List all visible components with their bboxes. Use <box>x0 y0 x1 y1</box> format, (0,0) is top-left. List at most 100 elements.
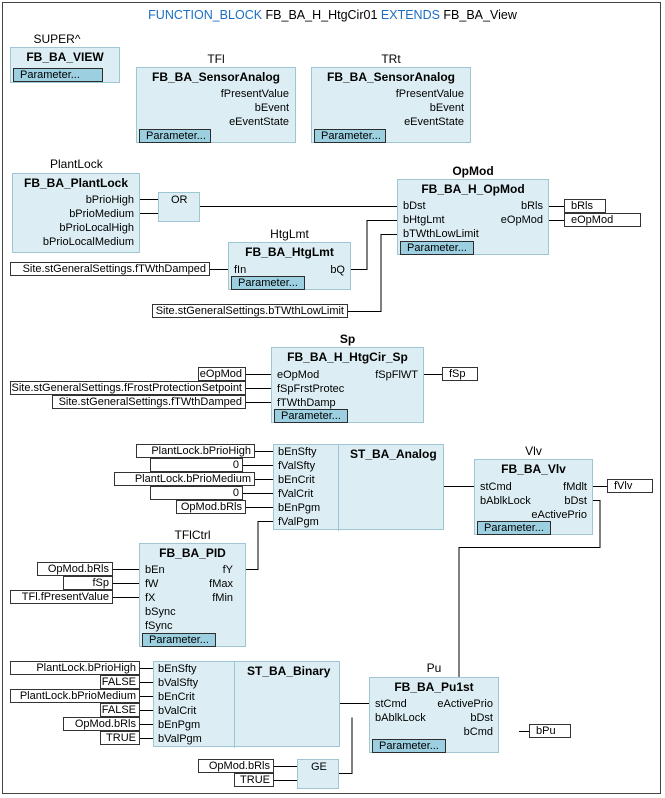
vlv-pin: fMdlt <box>563 481 587 493</box>
ge-gate[interactable]: GE <box>297 759 339 789</box>
sp-pin: fSpFlWT <box>375 369 418 381</box>
tflctrl-input-var[interactable]: fSp <box>63 576 113 590</box>
tflctrl-input-var[interactable]: OpMod.bRls <box>37 562 113 576</box>
opmod-pin: eOpMod <box>500 214 543 226</box>
sp-parameter-button[interactable]: Parameter... <box>274 409 348 423</box>
pu-instance-name: Pu <box>426 661 442 675</box>
st-binary-input-var[interactable]: PlantLock.bPrioMedium <box>10 689 140 703</box>
ge-input-var[interactable]: TRUE <box>234 773 274 787</box>
plantlock-pin: bPrioLocalHigh <box>59 222 134 234</box>
st-analog-pin: bEnPgm <box>278 502 321 514</box>
tflctrl-pin: fMin <box>212 592 233 604</box>
vlv-pin: bAblkLock <box>480 495 531 507</box>
st-binary-pin: bEnPgm <box>158 719 201 731</box>
st-binary-pin: bValCrit <box>158 705 197 717</box>
st-analog-block[interactable]: ST_BA_Analog bEnSfty fValSfty bEnCrit fV… <box>273 444 444 531</box>
st-analog-input-var[interactable]: PlantLock.bPrioMedium <box>114 472 255 486</box>
sp-input-var[interactable]: Site.stGeneralSettings.fFrostProtectionS… <box>10 381 246 395</box>
tflctrl-pin: fSync <box>145 620 173 632</box>
pu-pin: bDst <box>470 712 493 724</box>
opmod-output-var[interactable]: bRls <box>564 199 606 213</box>
st-analog-input-var[interactable]: 0 <box>150 486 243 500</box>
tflctrl-pin: fMax <box>209 578 233 590</box>
plantlock-instance-name: PlantLock <box>50 157 103 171</box>
ge-input-var[interactable]: OpMod.bRls <box>198 759 274 773</box>
vlv-parameter-button[interactable]: Parameter... <box>477 521 551 535</box>
keyword-function-block: FUNCTION_BLOCK <box>148 8 263 22</box>
vlv-block[interactable]: FB_BA_Vlv stCmd bAblkLock fMdlt bDst eAc… <box>474 459 593 535</box>
sp-input-var[interactable]: Site.stGeneralSettings.fTWthDamped <box>52 395 246 409</box>
pu-type: FB_BA_Pu1st <box>394 680 474 694</box>
st-analog-input-var[interactable]: PlantLock.bPrioHigh <box>136 444 255 458</box>
vlv-pin: eActivePrio <box>531 509 587 521</box>
sp-pin: eOpMod <box>277 369 320 381</box>
diagram-title: FUNCTION_BLOCK FB_BA_H_HtgCir01 EXTENDS … <box>0 8 665 22</box>
sp-type: FB_BA_H_HtgCir_Sp <box>287 350 408 364</box>
pu-pin: eActivePrio <box>437 698 493 710</box>
tflctrl-pin: bEn <box>145 564 165 576</box>
opmod-block[interactable]: FB_BA_H_OpMod bDst bHtgLmt bTWthLowLimit… <box>397 179 549 255</box>
opmod-pin: bHtgLmt <box>403 214 445 226</box>
trt-instance-name: TRt <box>381 52 401 66</box>
plantlock-pin: bPrioHigh <box>85 194 134 206</box>
tfl-pin: fPresentValue <box>220 88 289 100</box>
sp-pin: fSpFrstProtec <box>277 383 345 395</box>
tflctrl-block[interactable]: FB_BA_PID bEn fW fX bSync fSync fY fMax … <box>139 543 246 647</box>
super-parameter-button[interactable]: Parameter... <box>13 68 103 82</box>
tfl-type: FB_BA_SensorAnalog <box>151 70 281 84</box>
st-binary-input-var[interactable]: OpMod.bRls <box>63 717 140 731</box>
sp-block[interactable]: FB_BA_H_HtgCir_Sp eOpMod fSpFrstProtec f… <box>271 347 424 423</box>
st-binary-input-var[interactable]: FALSE <box>100 675 140 689</box>
opmod-pin: bTWthLowLimit <box>403 228 479 240</box>
trt-block[interactable]: FB_BA_SensorAnalog fPresentValue bEvent … <box>311 67 471 143</box>
or-gate[interactable]: OR <box>158 192 200 222</box>
tflctrl-pin: fX <box>145 592 156 604</box>
super-block[interactable]: FB_BA_VIEW Parameter... <box>10 47 120 83</box>
keyword-extends: EXTENDS <box>380 8 440 22</box>
tflctrl-pin: fW <box>145 578 159 590</box>
htglmt-block[interactable]: FB_BA_HtgLmt fIn bQ Parameter... <box>228 242 351 290</box>
st-analog-pin: fValPgm <box>278 516 319 528</box>
htglmt-instance-name: HtgLmt <box>270 227 309 241</box>
sp-input-var[interactable]: eOpMod <box>198 367 246 381</box>
plantlock-type: FB_BA_PlantLock <box>23 176 129 190</box>
super-type: FB_BA_VIEW <box>26 50 104 64</box>
trt-pin: eEventState <box>404 116 464 128</box>
sp-output-var[interactable]: fSp <box>442 367 478 381</box>
plantlock-pin: bPrioMedium <box>69 208 134 220</box>
htglmt-type: FB_BA_HtgLmt <box>245 245 334 259</box>
pu-parameter-button[interactable]: Parameter... <box>372 739 446 753</box>
tfl-instance-name: TFl <box>207 52 225 66</box>
vlv-output-var[interactable]: fVlv <box>607 479 653 493</box>
htglmt-pin: fIn <box>234 264 247 276</box>
pu-output-var[interactable]: bPu <box>529 724 571 738</box>
opmod-parameter-button[interactable]: Parameter... <box>400 241 474 255</box>
tfl-block[interactable]: FB_BA_SensorAnalog fPresentValue bEvent … <box>136 67 296 143</box>
tflctrl-parameter-button[interactable]: Parameter... <box>142 633 216 647</box>
st-binary-type: ST_BA_Binary <box>247 664 331 678</box>
st-analog-pin: fValCrit <box>278 488 314 500</box>
opmod-instance-name: OpMod <box>452 164 494 178</box>
vlv-pin: stCmd <box>480 481 512 493</box>
st-analog-input-var[interactable]: 0 <box>150 458 243 472</box>
vlv-instance-name: Vlv <box>525 444 542 458</box>
tflctrl-pin: fY <box>222 564 233 576</box>
st-binary-input-var[interactable]: FALSE <box>100 703 140 717</box>
opmod-output-var[interactable]: eOpMod <box>564 213 641 227</box>
tflctrl-input-var[interactable]: TFl.fPresentValue <box>10 590 113 604</box>
htglmt-pin: bQ <box>330 264 345 276</box>
trt-parameter-button[interactable]: Parameter... <box>314 129 386 143</box>
pu-block[interactable]: FB_BA_Pu1st stCmd bAblkLock eActivePrio … <box>369 677 499 753</box>
st-binary-pin: bValPgm <box>158 733 202 745</box>
tfl-parameter-button[interactable]: Parameter... <box>139 129 211 143</box>
st-binary-input-var[interactable]: PlantLock.bPrioHigh <box>10 661 140 675</box>
st-binary-block[interactable]: ST_BA_Binary bEnSfty bValSfty bEnCrit bV… <box>153 661 340 748</box>
htglmt-parameter-button[interactable]: Parameter... <box>231 276 305 290</box>
st-analog-input-var[interactable]: OpMod.bRls <box>176 500 246 514</box>
st-binary-input-var[interactable]: TRUE <box>100 731 140 745</box>
twth-low-limit-var[interactable]: Site.stGeneralSettings.bTWthLowLimit <box>152 304 348 318</box>
htglmt-input-var[interactable]: Site.stGeneralSettings.fTWthDamped <box>10 262 210 276</box>
st-analog-pin: bEnSfty <box>278 446 317 458</box>
plantlock-block[interactable]: FB_BA_PlantLock bPrioHigh bPrioMedium bP… <box>12 173 140 253</box>
